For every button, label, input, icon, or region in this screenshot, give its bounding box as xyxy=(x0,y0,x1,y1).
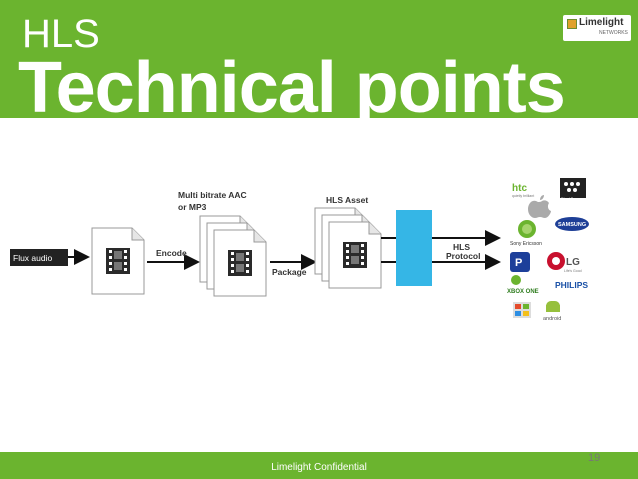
svg-text:P: P xyxy=(515,257,522,269)
slide-title: Technical points xyxy=(18,48,566,118)
page-number: 19 xyxy=(588,452,601,464)
blackberry-logo-icon xyxy=(560,178,586,198)
svg-text:XBOX ONE: XBOX ONE xyxy=(507,289,539,295)
limelight-logo: Limelight NETWORKS xyxy=(563,15,631,41)
apple-logo-icon xyxy=(528,195,551,218)
multibitrate-label-line1: Multi bitrate AAC xyxy=(178,190,247,200)
footer-bar xyxy=(0,452,638,479)
samsung-logo-icon xyxy=(555,217,589,231)
limelight-logo-icon xyxy=(567,19,577,29)
svg-text:Sony Ericsson: Sony Ericsson xyxy=(510,241,542,247)
package-label: Package xyxy=(272,267,307,277)
hls-protocol-label-line1: HLS xyxy=(453,242,470,252)
title-banner: HLS Technical points Limelight NETWORKS xyxy=(0,0,638,118)
htc-tagline: quietly brilliant xyxy=(512,194,534,198)
footer-confidential: Limelight Confidential xyxy=(271,462,367,473)
svg-text:LG: LG xyxy=(566,257,580,268)
svg-text:BlackBerry: BlackBerry xyxy=(561,196,580,201)
encode-label: Encode xyxy=(156,248,187,258)
playstation-logo-icon xyxy=(510,252,530,272)
svg-text:SAMSUNG: SAMSUNG xyxy=(558,222,586,228)
hls-asset-file-icon-3 xyxy=(328,221,382,289)
source-film-file-icon xyxy=(91,227,145,295)
hls-protocol-label-line2: Protocol xyxy=(446,251,480,261)
slide-subtitle: HLS xyxy=(22,12,100,56)
logo-name: Limelight xyxy=(579,17,624,28)
svg-text:Life's Good: Life's Good xyxy=(564,269,582,273)
multibitrate-label-line2: or MP3 xyxy=(178,202,207,212)
hls-asset-label: HLS Asset xyxy=(326,195,368,205)
svg-text:android: android xyxy=(543,316,561,322)
philips-logo: PHILIPS xyxy=(555,280,588,290)
device-logos: htc quietly brilliant BlackBerry Sony Er… xyxy=(507,178,589,322)
flux-audio-input: Flux audio xyxy=(10,249,90,266)
xbox-logo-icon xyxy=(511,275,521,285)
hls-server xyxy=(396,210,432,286)
logo-tagline: NETWORKS xyxy=(599,30,628,36)
htc-logo: htc xyxy=(512,183,527,194)
bitrate-film-file-icon-3 xyxy=(213,229,267,297)
flux-audio-label: Flux audio xyxy=(13,253,52,263)
